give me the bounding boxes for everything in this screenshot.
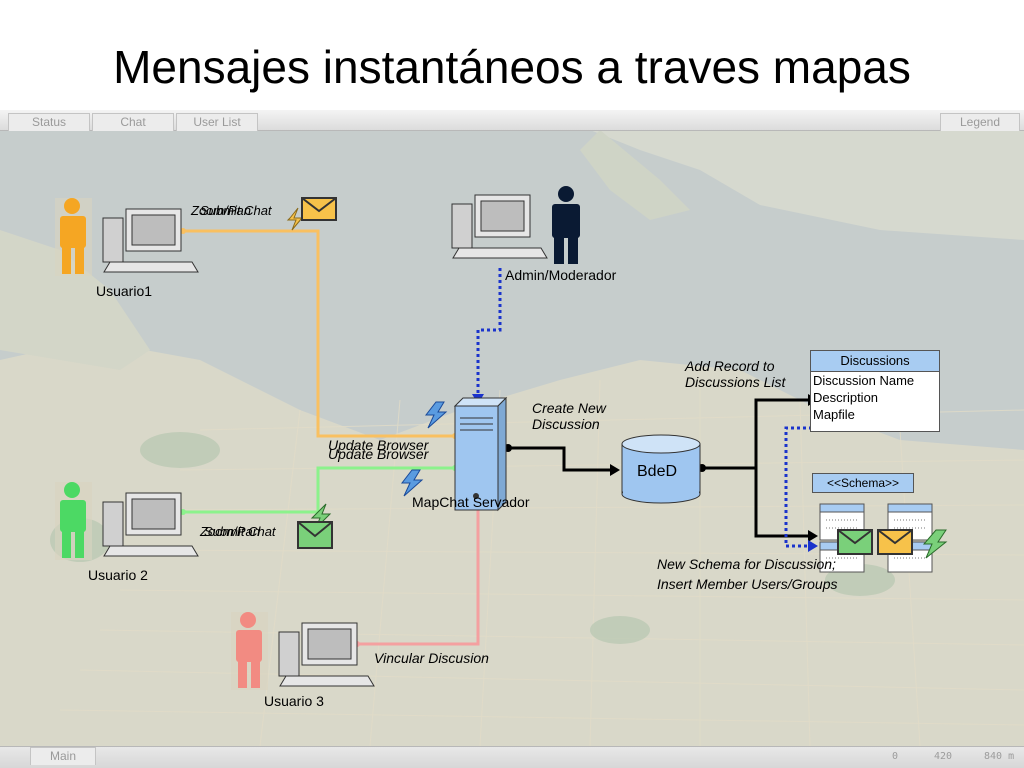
link-db-schema: [754, 468, 812, 538]
scale-label-840: 840 m: [984, 751, 1015, 762]
usuario3-computer-icon: [278, 622, 375, 687]
label-u2-submit: Submit Chat: [204, 524, 276, 539]
server-icon: [453, 396, 508, 512]
label-db: BdeD: [637, 463, 678, 480]
label-add-record: Add Record to Discussions List: [685, 358, 786, 390]
tab-chat[interactable]: Chat: [92, 113, 174, 131]
schema-label: <<Schema>>: [812, 473, 914, 493]
envelope-icon-schema-green: [837, 529, 873, 555]
label-usuario1: Usuario1: [96, 283, 153, 299]
label-vincular: Vincular Discusion: [374, 650, 489, 666]
link-usuario1-server: [183, 229, 455, 438]
label-usuario2: Usuario 2: [88, 567, 148, 583]
label-server: MapChat Servador: [412, 494, 530, 510]
admin-computer-icon: [451, 194, 548, 259]
link-discussions-schema: [784, 426, 812, 548]
map-panel: Status Chat User List Legend Main 0 420 …: [0, 110, 1024, 768]
label-update-browser-2: Update Browser: [328, 446, 429, 462]
tab-legend[interactable]: Legend: [940, 113, 1020, 131]
admin-node: [451, 186, 580, 264]
slide-title: Mensajes instantáneos a traves mapas: [113, 41, 911, 93]
discussions-field-name: Discussion Name: [813, 373, 915, 388]
tab-user-list[interactable]: User List: [176, 113, 258, 131]
envelope-icon-schema-yellow: [877, 529, 913, 555]
discussions-field-mapfile: Mapfile: [813, 407, 855, 422]
bottom-tab-bar: Main 0 420 840 m: [0, 746, 1024, 768]
label-create-discussion: Create New Discussion: [532, 400, 606, 432]
usuario1-node: [55, 198, 199, 276]
usuario2-person-icon: [60, 482, 86, 558]
tab-status[interactable]: Status: [8, 113, 90, 131]
label-admin: Admin/Moderador: [505, 267, 617, 283]
link-server-db: [508, 446, 612, 472]
link-db-tables: [702, 398, 812, 470]
usuario1-person-icon: [60, 198, 86, 274]
lightning-icon: [400, 401, 448, 497]
usuario2-computer-icon: [102, 492, 199, 557]
label-u1-submit: Submit Chat: [200, 203, 272, 218]
usuario3-node: [231, 612, 375, 690]
scale-label-420: 420: [934, 751, 953, 762]
label-usuario3: Usuario 3: [264, 693, 324, 709]
usuario3-person-icon: [236, 612, 262, 688]
discussions-table-title: Discussions: [811, 351, 939, 372]
label-new-schema: New Schema for Discussion; Insert Member…: [657, 556, 838, 592]
usuario2-node: [55, 482, 199, 560]
scale-label-0: 0: [892, 751, 899, 762]
link-admin-server: [476, 268, 502, 396]
envelope-icon-usuario2: [297, 503, 333, 549]
discussions-field-description: Description: [813, 390, 879, 405]
usuario1-computer-icon: [102, 208, 199, 273]
tab-main[interactable]: Main: [30, 747, 96, 765]
label-u1-zoom: Zoom/Pan: [191, 203, 251, 218]
link-usuario2-server: [183, 466, 455, 514]
envelope-icon-usuario1: [286, 197, 337, 231]
top-tab-bar: Status Chat User List Legend: [0, 110, 1024, 131]
database-icon: [621, 434, 701, 504]
link-usuario3-server: [357, 510, 480, 646]
schema-tables: [819, 503, 948, 573]
lightning-icon-schema: [922, 529, 948, 559]
discussions-table: Discussions Discussion Name Description …: [810, 350, 940, 432]
label-update-browser-1: Update Browser: [328, 437, 429, 453]
admin-person-icon: [552, 186, 580, 264]
label-u2-zoom: Zoom/Pan: [200, 524, 260, 539]
map-diagram-canvas: [0, 130, 1024, 747]
